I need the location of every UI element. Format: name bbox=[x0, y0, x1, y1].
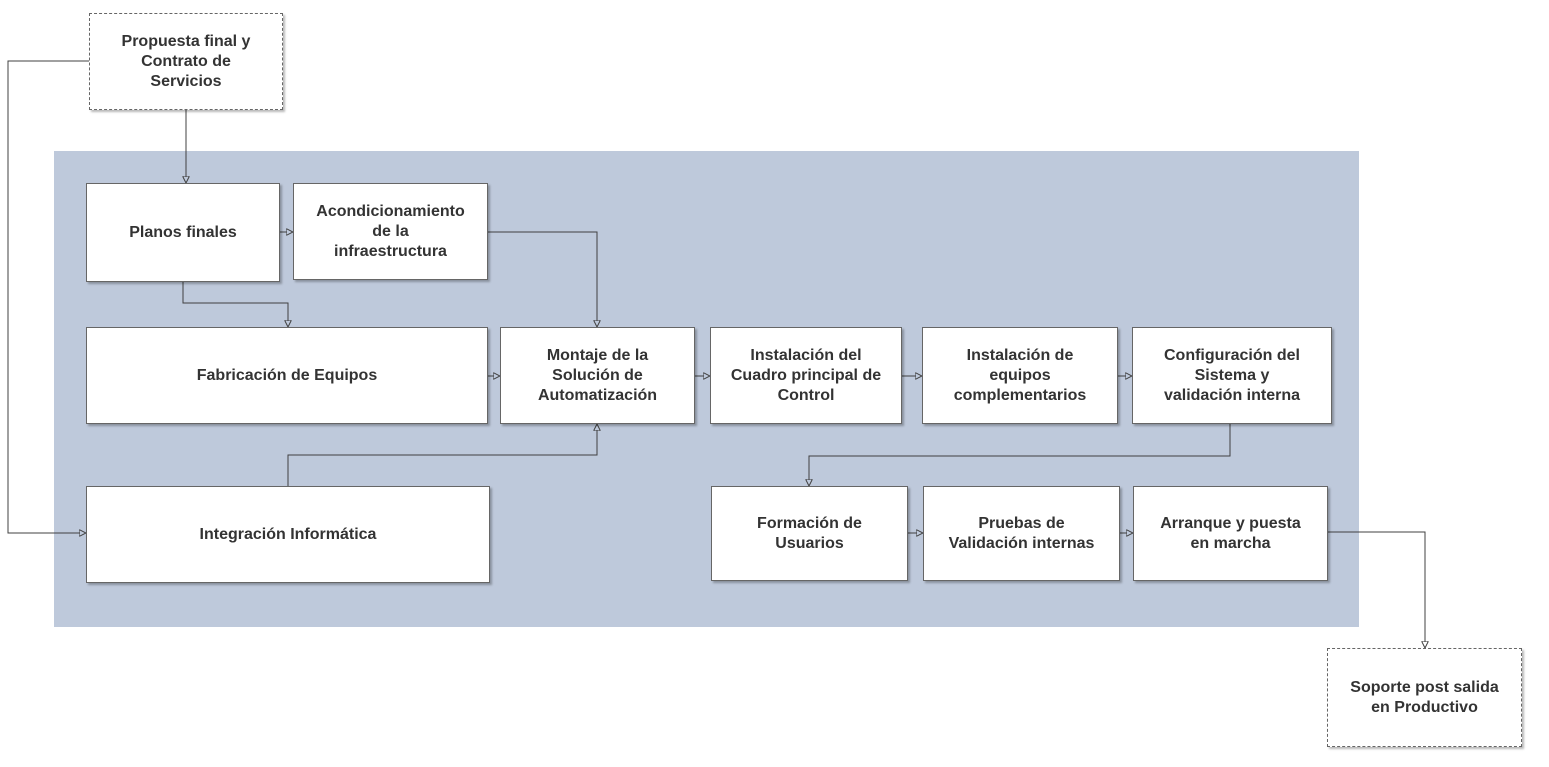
node-acondicionamiento-infraestructura: Acondicionamiento de la infraestructura bbox=[293, 183, 488, 280]
node-formacion-usuarios: Formación de Usuarios bbox=[711, 486, 908, 581]
node-soporte-post-productivo: Soporte post salida en Productivo bbox=[1327, 648, 1522, 747]
node-propuesta-final-contrato: Propuesta final y Contrato de Servicios bbox=[89, 13, 283, 110]
node-planos-finales: Planos finales bbox=[86, 183, 280, 282]
node-arranque-puesta-en-marcha: Arranque y puesta en marcha bbox=[1133, 486, 1328, 581]
node-instalacion-equipos-complementarios: Instalación de equipos complementarios bbox=[922, 327, 1118, 424]
node-montaje-solucion-automatizacion: Montaje de la Solución de Automatización bbox=[500, 327, 695, 424]
node-fabricacion-equipos: Fabricación de Equipos bbox=[86, 327, 488, 424]
node-instalacion-cuadro-control: Instalación del Cuadro principal de Cont… bbox=[710, 327, 902, 424]
node-integracion-informatica: Integración Informática bbox=[86, 486, 490, 583]
node-pruebas-validacion-internas: Pruebas de Validación internas bbox=[923, 486, 1120, 581]
node-configuracion-sistema-validacion: Configuración del Sistema y validación i… bbox=[1132, 327, 1332, 424]
